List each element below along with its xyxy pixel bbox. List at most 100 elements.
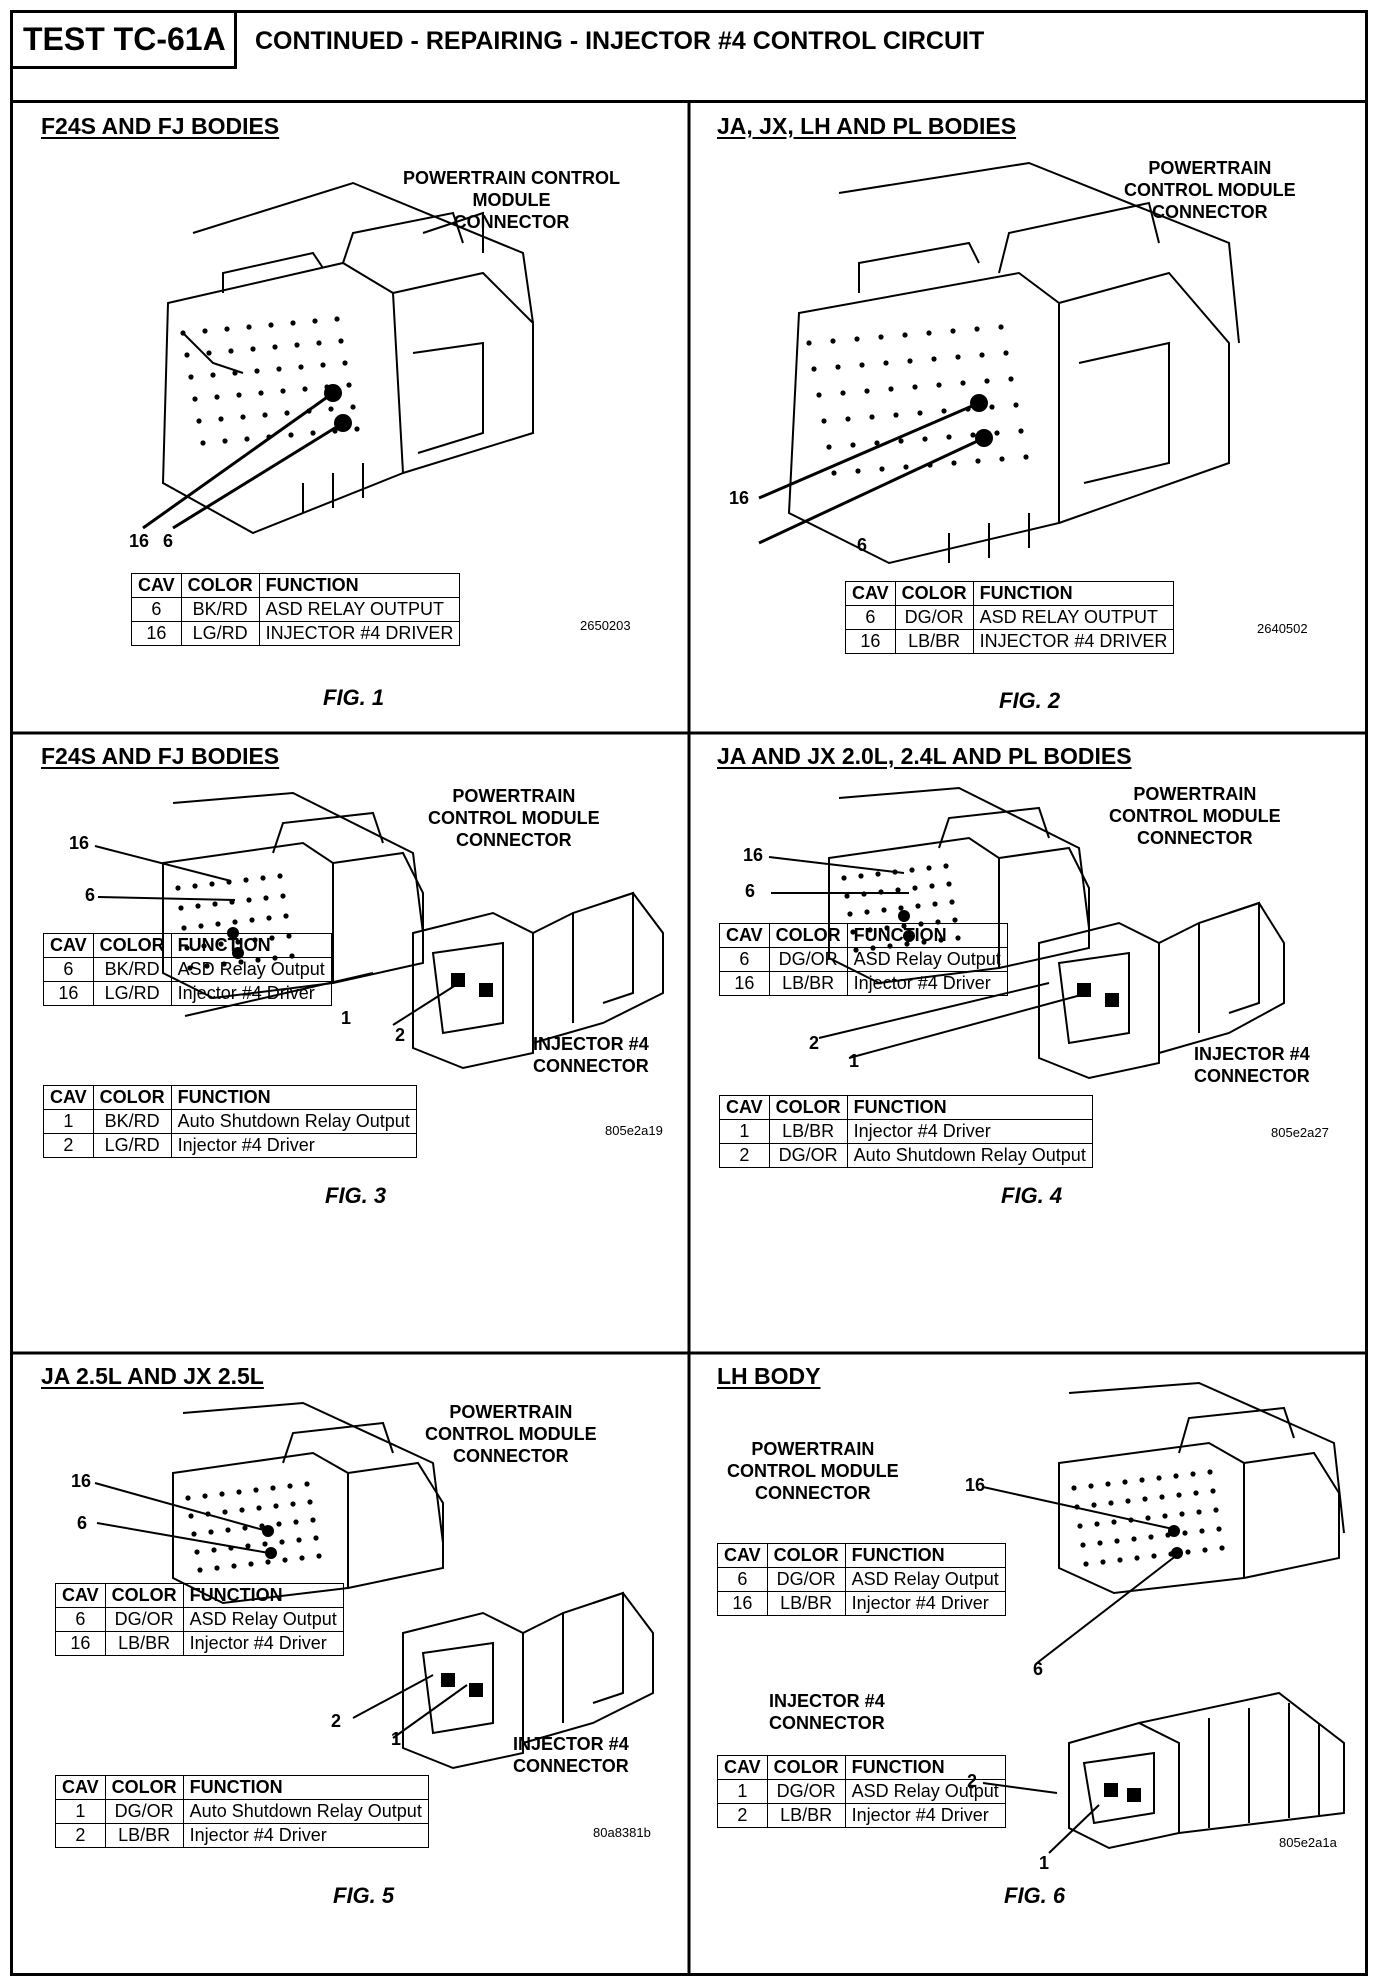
connector-pin	[1207, 1469, 1213, 1475]
connector-pin	[307, 1499, 313, 1505]
connector-pin	[212, 901, 218, 907]
cell-cav: 16	[845, 629, 896, 654]
col-function: FUNCTION	[182, 1775, 429, 1800]
connector-pin	[917, 410, 923, 416]
connector-pin	[1134, 1555, 1140, 1561]
connector-pin	[346, 382, 352, 388]
connector-pin	[903, 464, 909, 470]
connector-pin	[960, 380, 966, 386]
cell-cav: 2	[43, 1133, 94, 1158]
callout-2: 2	[395, 1025, 406, 1045]
connector-pin	[922, 436, 928, 442]
cell-function: ASD RELAY OUTPUT	[972, 605, 1175, 630]
connector-pin	[258, 390, 264, 396]
connector-pin	[854, 336, 860, 342]
connector-pin	[219, 1491, 225, 1497]
pcm-connector-drawing	[172, 1401, 444, 1605]
callout-6: 6	[163, 531, 174, 551]
connector-pin	[1071, 1485, 1077, 1491]
connector-pin	[878, 334, 884, 340]
connector-pin	[188, 1513, 194, 1519]
figure-code: 2640502	[1257, 621, 1308, 636]
connector-pin	[1213, 1507, 1219, 1513]
connector-pin	[254, 368, 260, 374]
connector-pin	[943, 863, 949, 869]
connector-pin	[316, 1553, 322, 1559]
connector-pin	[320, 362, 326, 368]
connector-pin	[1139, 1477, 1145, 1483]
connector-pin	[222, 1509, 228, 1515]
connector-pin	[1013, 402, 1019, 408]
connector-pin	[1216, 1526, 1222, 1532]
cell-color: DG/OR	[768, 1143, 848, 1168]
connector-pin	[243, 877, 249, 883]
connector-pin	[211, 1547, 217, 1553]
connector-pin	[1190, 1471, 1196, 1477]
connector-pin	[1145, 1515, 1151, 1521]
col-function: FUNCTION	[972, 581, 1175, 606]
cell-function: ASD Relay Output	[846, 947, 1008, 972]
connector-pin	[1185, 1549, 1191, 1555]
cell-function: INJECTOR #4 DRIVER	[258, 621, 461, 646]
pcm-connector-label: POWERTRAIN CONTROL MODULE CONNECTOR	[727, 1439, 899, 1503]
connector-pin	[202, 1493, 208, 1499]
connector-pin	[915, 903, 921, 909]
connector-pin	[951, 460, 957, 466]
connector-pin	[974, 326, 980, 332]
connector-pin	[879, 466, 885, 472]
figure-1-panel: F24S AND FJ BODIES POWERTRAIN CONTROL MO…	[13, 103, 689, 733]
connector-pin	[1151, 1553, 1157, 1559]
connector-pin	[270, 1485, 276, 1491]
cell-color: DG/OR	[104, 1799, 184, 1824]
pcm-connector-label: POWERTRAIN CONTROL MODULE CONNECTOR	[428, 786, 600, 850]
connector-pin	[1202, 1547, 1208, 1553]
figure-caption: FIG. 5	[333, 1883, 395, 1908]
connector-pin	[240, 414, 246, 420]
connector-pin	[845, 416, 851, 422]
col-cav: CAV	[43, 1085, 94, 1110]
cell-function: ASD Relay Output	[844, 1779, 1006, 1804]
cell-function: Injector #4 Driver	[170, 1133, 417, 1158]
col-color: COLOR	[768, 1095, 848, 1120]
cell-cav: 6	[43, 957, 94, 982]
connector-pin	[1196, 1509, 1202, 1515]
figure-caption: FIG. 1	[323, 685, 385, 710]
cell-function: Auto Shutdown Relay Output	[170, 1109, 417, 1134]
connector-pin	[194, 1549, 200, 1555]
figure-title: LH BODY	[717, 1363, 821, 1389]
connector-pin	[181, 925, 187, 931]
col-function: FUNCTION	[844, 1543, 1006, 1568]
connector-pin	[178, 905, 184, 911]
connector-pin	[342, 360, 348, 366]
connector-pin	[250, 346, 256, 352]
connector-pin	[926, 330, 932, 336]
cell-function: ASD Relay Output	[182, 1607, 344, 1632]
connector-pin	[214, 1565, 220, 1571]
connector-pin	[1008, 376, 1014, 382]
connector-pin	[1023, 454, 1029, 460]
connector-pin	[975, 458, 981, 464]
connector-pin	[1148, 1534, 1154, 1540]
cell-cav: 6	[131, 597, 182, 622]
connector-pin	[268, 322, 274, 328]
connector-pin	[299, 1555, 305, 1561]
connector-pin	[1117, 1557, 1123, 1563]
figure-code: 805e2a1a	[1279, 1835, 1337, 1850]
connector-pin	[859, 362, 865, 368]
cell-cav: 1	[55, 1799, 106, 1824]
connector-pin	[1219, 1545, 1225, 1551]
connector-pin	[209, 881, 215, 887]
col-cav: CAV	[55, 1775, 106, 1800]
callout-1: 1	[391, 1729, 402, 1749]
cell-color: LB/BR	[768, 1119, 848, 1144]
figure-4-panel: JA AND JX 2.0L, 2.4L AND PL BODIES POWER…	[689, 733, 1365, 1353]
connector-pin	[1091, 1502, 1097, 1508]
col-color: COLOR	[766, 1543, 846, 1568]
connector-pin	[248, 1561, 254, 1567]
connector-pin	[864, 388, 870, 394]
connector-pin	[302, 386, 308, 392]
callout-2: 2	[809, 1033, 820, 1053]
